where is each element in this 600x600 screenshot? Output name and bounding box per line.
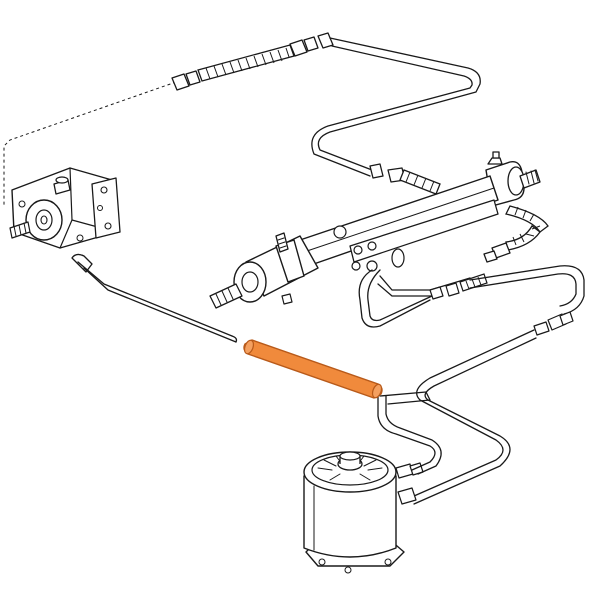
fluid-reservoir[interactable] <box>303 451 405 574</box>
reservoir-outlet-fitting <box>395 462 424 505</box>
pressure-line-pipe <box>311 37 481 177</box>
pump-suction-line <box>71 253 238 343</box>
steering-rack[interactable] <box>209 151 541 309</box>
rack-return-hose <box>483 205 549 263</box>
power-steering-pump[interactable] <box>9 167 121 249</box>
rack-feed-hose <box>399 169 441 195</box>
return-pipe <box>413 265 585 505</box>
highlighted-tube[interactable] <box>243 339 383 399</box>
high-pressure-hose[interactable] <box>171 32 334 91</box>
dashed-leader-line <box>3 81 177 205</box>
tube-to-reservoir-pipe <box>377 391 442 475</box>
rack-to-lower-lines <box>358 269 488 328</box>
